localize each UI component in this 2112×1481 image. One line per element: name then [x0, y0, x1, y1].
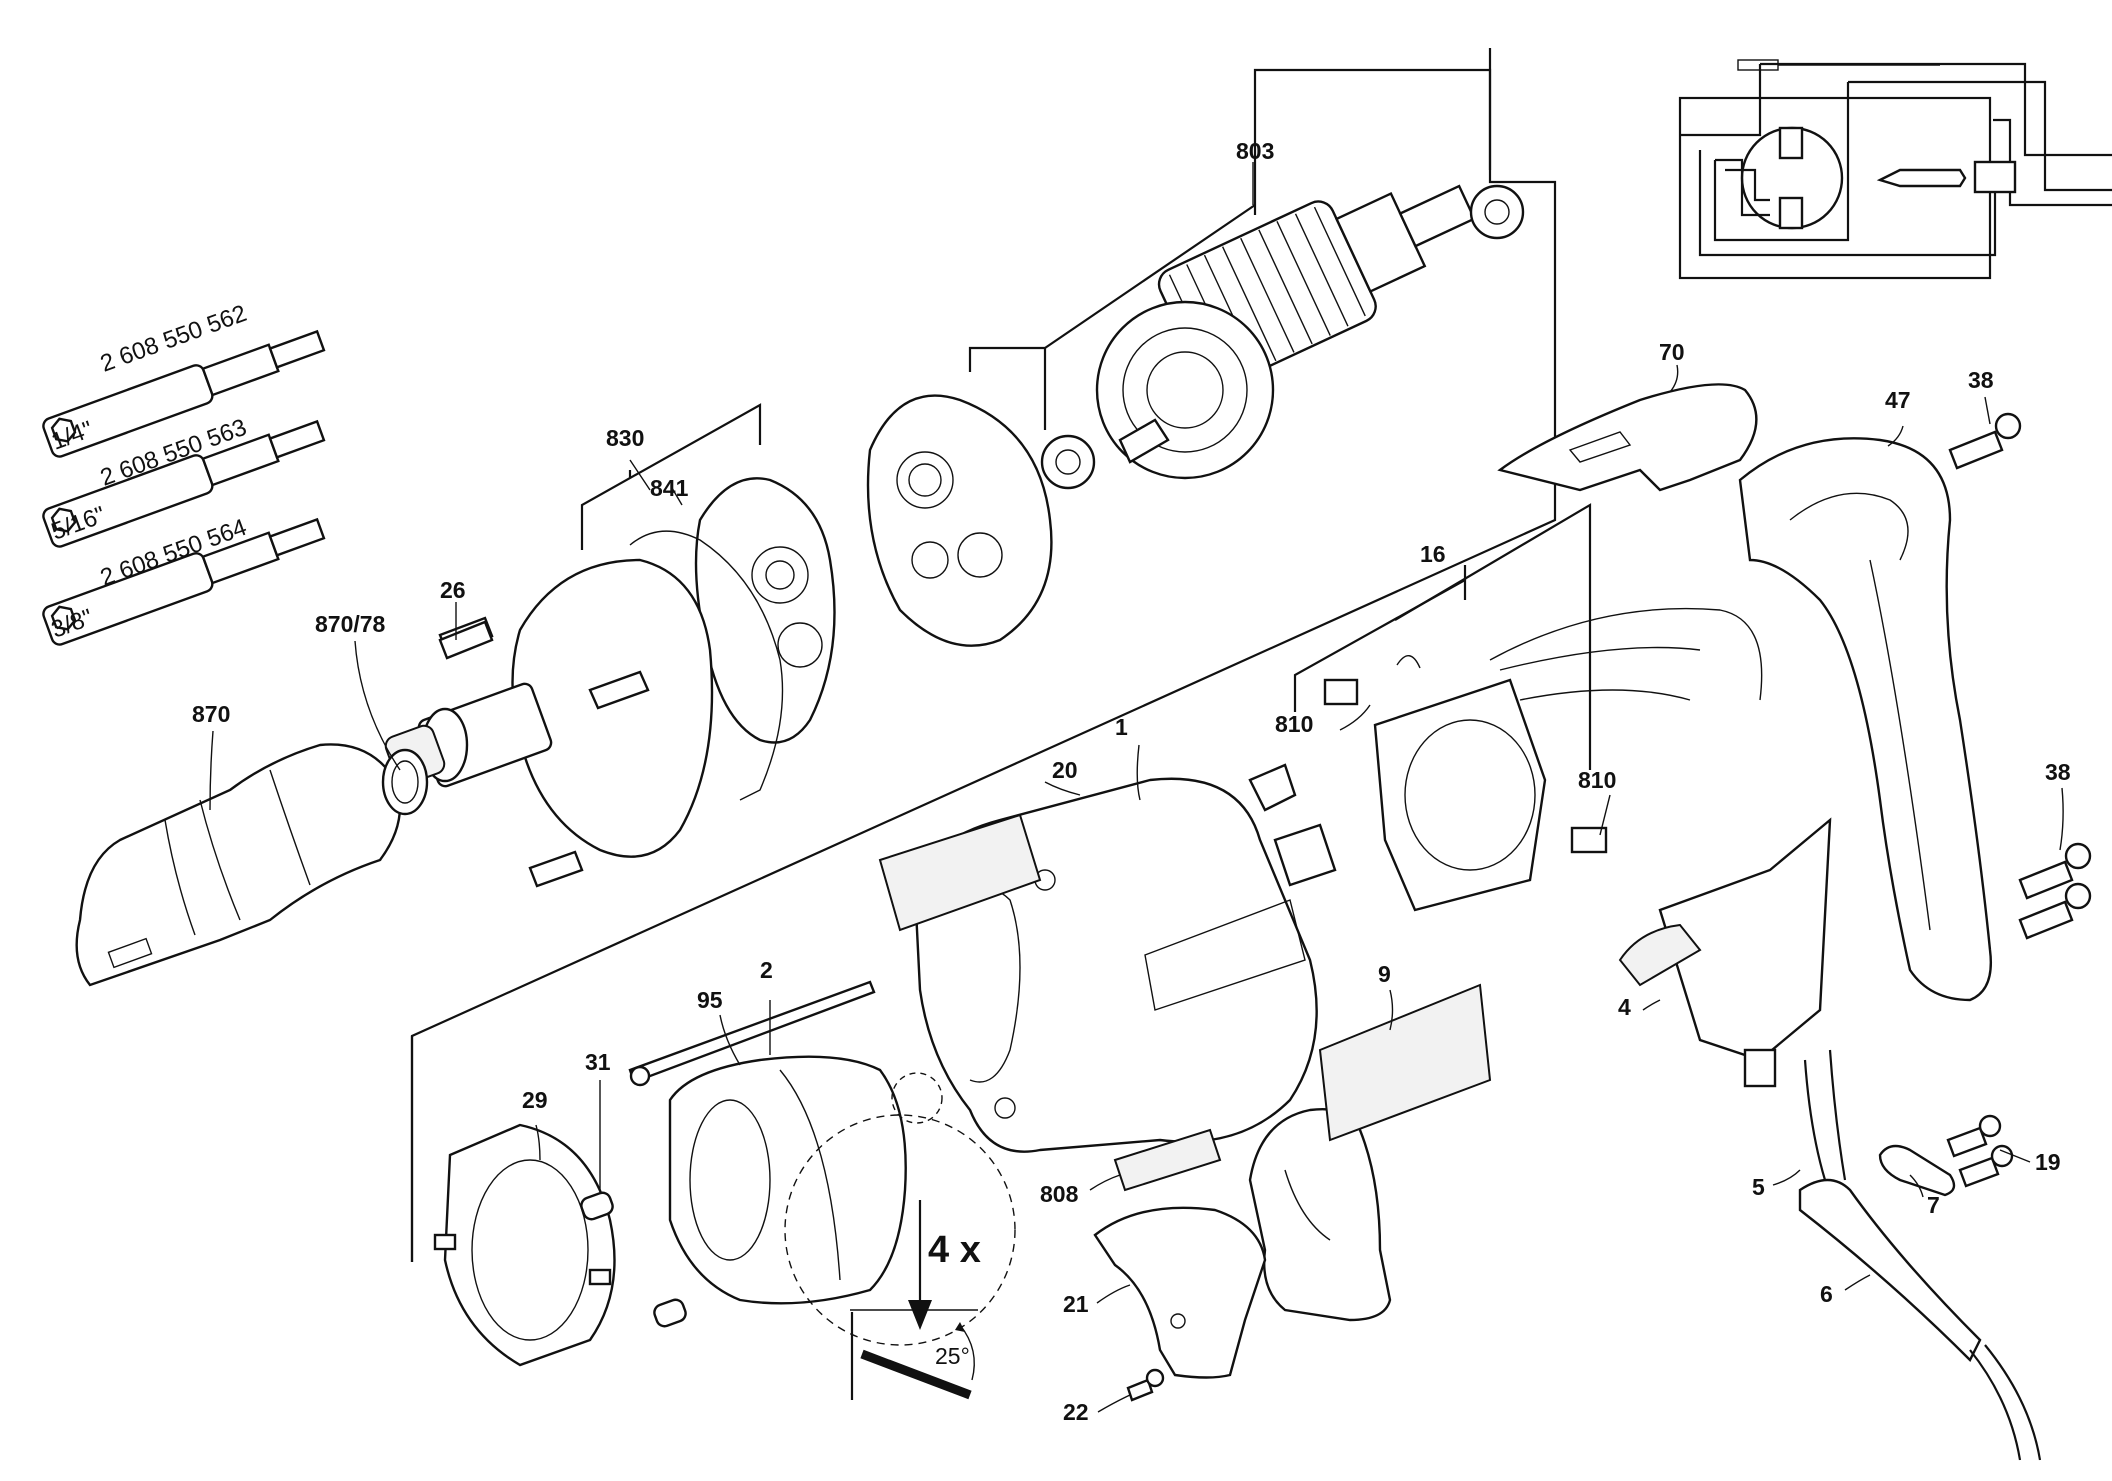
wiring-schematic: [1678, 59, 2112, 280]
handle-shell-9: [1248, 983, 1492, 1322]
label-870-78: 870/78: [315, 611, 386, 637]
angle-label: 25°: [935, 1343, 970, 1369]
label-31: 31: [585, 1049, 611, 1075]
bearing-plate: [866, 394, 1053, 647]
screws-38-side: [2018, 842, 2092, 940]
label-841: 841: [650, 475, 689, 501]
label-830: 830: [606, 425, 644, 451]
label-29: 29: [522, 1087, 548, 1113]
ring-870-78: [381, 748, 429, 816]
screw-38-top: [1948, 412, 2022, 470]
label-1: 1: [1115, 714, 1128, 740]
cable-clamp-7: [1878, 1144, 1956, 1197]
label-870: 870: [192, 701, 230, 727]
label-70: 70: [1659, 339, 1685, 365]
armature-group-803: [968, 68, 1525, 490]
label-808: [1113, 1128, 1222, 1192]
screw-26: [438, 620, 494, 660]
label-2: 2: [760, 957, 773, 983]
screws-19: [1946, 1114, 2014, 1188]
screw-22: [1126, 1368, 1165, 1402]
motor-housing-1: [878, 763, 1337, 1153]
boot-21: [1093, 1206, 1267, 1379]
label-803: 803: [1236, 138, 1274, 164]
label-26: 26: [440, 577, 466, 603]
label-47: 47: [1885, 387, 1911, 413]
rod-95: [628, 980, 876, 1087]
count-label: 4 x: [928, 1229, 981, 1271]
label-810: 810: [1275, 711, 1313, 737]
label-22: 22: [1063, 1399, 1089, 1425]
bracket-29: [433, 1123, 616, 1367]
gear-housing-group-830: [384, 403, 836, 888]
cable-6: [1798, 1049, 2042, 1461]
label-21: 21: [1063, 1291, 1089, 1317]
label-4: 4: [1618, 994, 1631, 1020]
field-coil-2: [668, 1055, 907, 1305]
label-5: 5: [1752, 1174, 1765, 1200]
brush-holder-group-16: [1293, 503, 1763, 912]
pins-31: [580, 1191, 687, 1328]
label-810: 810: [1578, 767, 1616, 793]
label-19: 19: [2035, 1149, 2061, 1175]
angle-detail-inset: [784, 1072, 1016, 1400]
handle-47: [1738, 437, 1992, 1002]
label-9: 9: [1378, 961, 1391, 987]
label-20: 20: [1052, 757, 1078, 783]
label-16: 16: [1420, 541, 1446, 567]
label-38: 38: [1968, 367, 1994, 393]
label-95: 95: [697, 987, 723, 1013]
label-7: 7: [1927, 1192, 1940, 1218]
cover-70: [1497, 383, 1758, 492]
label-38: 38: [2045, 759, 2071, 785]
label-808: 808: [1040, 1181, 1079, 1207]
label-6: 6: [1820, 1281, 1833, 1307]
bit-holder-2: 5/16" 2 608 550 563: [42, 414, 326, 548]
nose-piece-870: [75, 743, 402, 987]
switch-4: [1618, 817, 1832, 1088]
leader-lines: [209, 162, 2064, 1413]
